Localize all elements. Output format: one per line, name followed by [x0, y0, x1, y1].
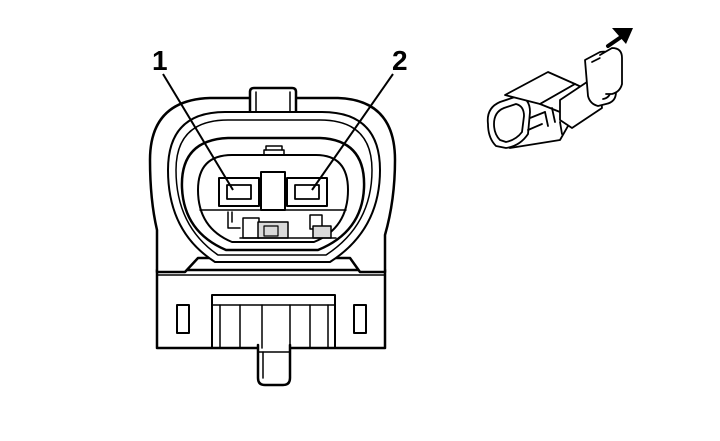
base-slot-right — [353, 304, 367, 334]
terminal-1 — [218, 177, 260, 207]
side-detail-b — [527, 111, 546, 131]
arrow-up-right-icon — [606, 28, 633, 48]
housing-ring-2 — [175, 119, 373, 256]
latch-frame — [211, 294, 336, 349]
housing-ring-1 — [167, 111, 381, 263]
pin-label-1: 1 — [152, 45, 168, 76]
cavity-key — [263, 149, 285, 156]
terminal-2-inner — [294, 184, 320, 200]
side-front-face-inner — [493, 103, 525, 143]
side-detail-a — [544, 107, 563, 135]
connector-face — [148, 86, 397, 387]
pin-label-2: 2 — [392, 45, 408, 76]
terminal-cavity — [197, 154, 349, 243]
tpa-frame — [227, 211, 241, 229]
tpa-block-right-b — [312, 225, 332, 239]
connector-side-view — [486, 47, 623, 149]
terminal-1-inner — [226, 184, 252, 200]
terminal-2 — [286, 177, 328, 207]
leader-lines — [162, 73, 394, 191]
key-tab — [256, 343, 292, 387]
side-boot — [599, 47, 623, 95]
cavity-key-inner — [265, 145, 283, 151]
base-slot-left — [176, 304, 190, 334]
leader-line-2 — [311, 73, 394, 191]
seal-ring — [180, 136, 366, 252]
tpa-block-center-inner — [263, 225, 279, 237]
leader-line-1 — [162, 73, 234, 191]
top-tab — [248, 86, 298, 114]
connector-base — [155, 268, 387, 350]
